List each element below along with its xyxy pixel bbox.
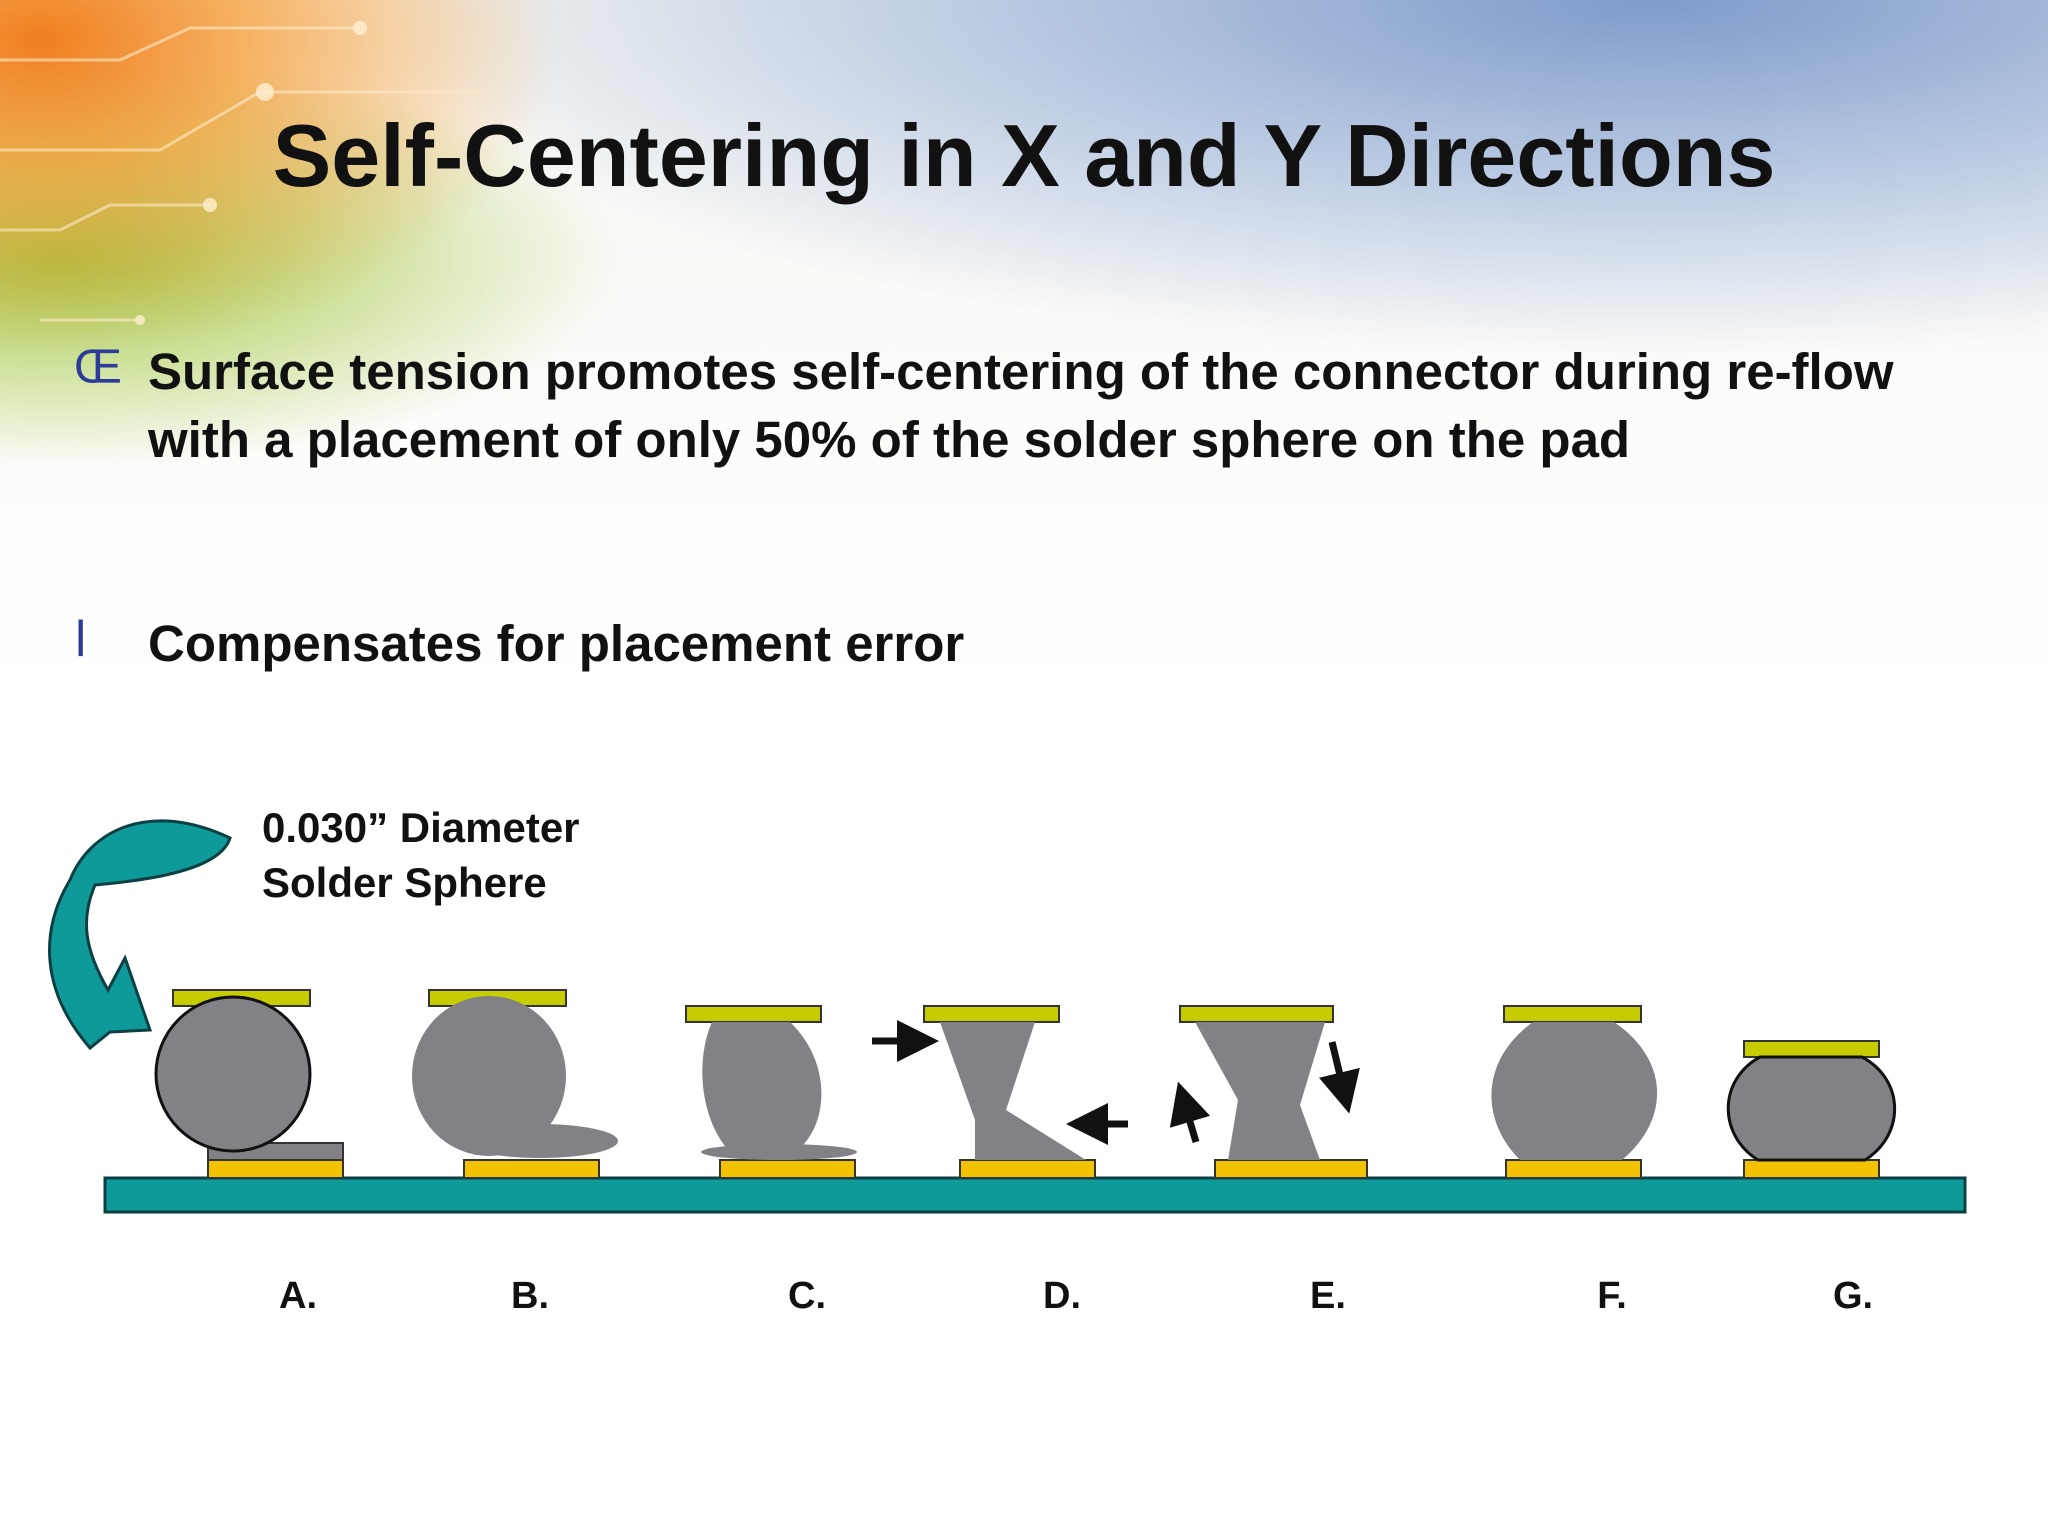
stage-label-f: F. — [1597, 1275, 1627, 1317]
arrow-up-icon — [1169, 1081, 1211, 1143]
connector-pad-d — [923, 1005, 1060, 1023]
curved-arrow-icon — [48, 819, 232, 1051]
board-pad-b — [463, 1159, 600, 1179]
stage-label-c: C. — [788, 1275, 826, 1317]
bullet-text-compensates: Compensates for placement error — [148, 615, 965, 672]
bullet-text-surface-tension: Surface tension promotes self-centering … — [148, 343, 1894, 468]
circuit-trace-decoration — [0, 21, 480, 325]
slide-title: Self-Centering in X and Y Directions — [272, 106, 1776, 205]
solder-joint-g — [1726, 1055, 1897, 1162]
stage-label-d: D. — [1043, 1275, 1081, 1317]
board-pad-d — [959, 1159, 1096, 1179]
bullet-marker-2: l — [74, 612, 88, 668]
stage-label-a: A. — [279, 1275, 317, 1317]
solder-column-e — [1195, 1022, 1325, 1160]
solder-sphere-label: 0.030” Diameter Solder Sphere — [262, 800, 580, 910]
arrow-down-icon — [1319, 1041, 1360, 1114]
solder-sphere-label-line2: Solder Sphere — [262, 859, 547, 906]
board-pad-c — [719, 1159, 856, 1179]
connector-pad-e — [1179, 1005, 1334, 1023]
stage-label-g: G. — [1832, 1275, 1874, 1317]
board-pad-f — [1505, 1159, 1642, 1179]
bullet-marker-1: Œ — [74, 341, 122, 394]
solder-column-d — [940, 1022, 1086, 1160]
solder-sphere-a — [154, 995, 312, 1153]
stage-label-e: E. — [1310, 1275, 1346, 1317]
stage-label-b: B. — [511, 1275, 549, 1317]
board-pad-e — [1214, 1159, 1368, 1179]
solder-sphere-c — [702, 1022, 822, 1152]
connector-pad-g — [1743, 1040, 1880, 1058]
connector-pad-c — [685, 1005, 822, 1023]
solder-sphere-label-line1: 0.030” Diameter — [262, 804, 580, 851]
solder-sphere-b — [412, 996, 566, 1156]
solder-joint-f — [1491, 1022, 1658, 1160]
connector-pad-f — [1503, 1005, 1642, 1023]
board-pad-g — [1743, 1159, 1880, 1179]
board-pad-a — [207, 1159, 344, 1179]
circuit-board — [103, 1176, 1967, 1214]
